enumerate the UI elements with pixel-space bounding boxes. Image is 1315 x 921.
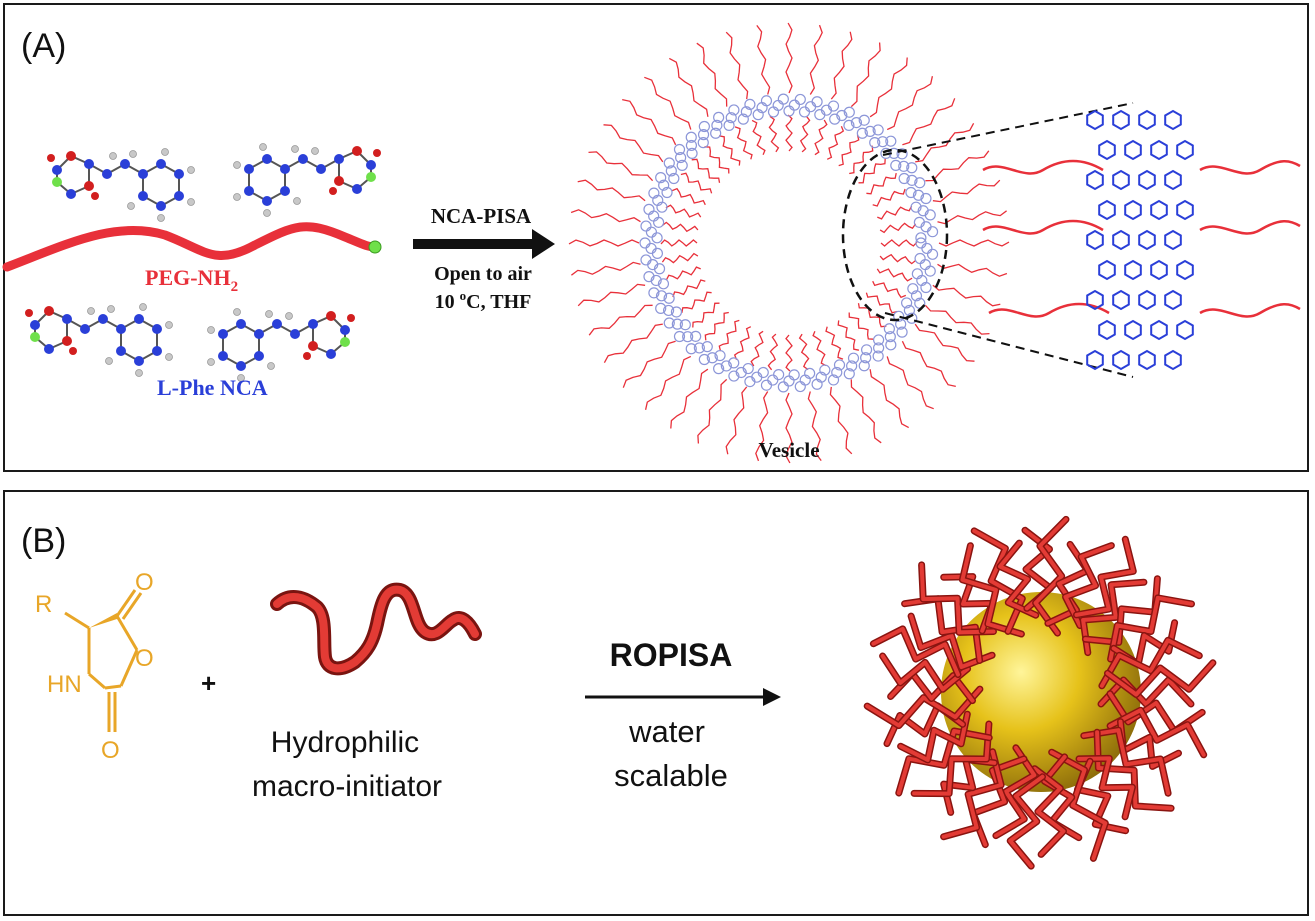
peg-label: PEG-NH2 (145, 265, 238, 295)
arrow-b-top-label: ROPISA (610, 637, 733, 673)
peg-amine-end (368, 240, 382, 254)
micelle-corona (863, 515, 1217, 870)
phe-nca-molecule (233, 143, 381, 217)
arrow-b-condition-2: scalable (614, 758, 728, 793)
reaction-arrow-a (413, 229, 555, 259)
nh-label: HN (47, 671, 82, 698)
panel-b: (B) R HN O O O + Hydrophilic macro-initi… (3, 490, 1309, 916)
peg-chain (2, 222, 380, 272)
panel-a-diagram: PEG-NH2 L-Phe NCA NCA-PISA Open to air 1… (2, 22, 1301, 464)
o-carbonyl-bottom: O (101, 737, 120, 764)
o-ring: O (135, 645, 154, 672)
macro-initiator-highlight (273, 585, 479, 673)
arrow-b-condition-1: water (628, 714, 705, 749)
panel-a: (A) PEG-NH2 L-Phe NCA NCA-PISA Open to a… (2, 3, 1309, 472)
panel-b-diagram: R HN O O O + Hydrophilic macro-initiator… (35, 515, 1217, 870)
arrow-a-condition-1: Open to air (434, 263, 532, 285)
zoom-circle (841, 148, 949, 322)
arrow-a-top-label: NCA-PISA (431, 204, 532, 228)
panel-a-label: (A) (21, 27, 67, 65)
zoomed-bilayer (982, 109, 1301, 371)
arrow-a-condition-2: 10 oC, THF (435, 288, 532, 313)
initiator-label-1: Hydrophilic (271, 726, 419, 759)
nca-structure (64, 589, 143, 732)
reaction-arrow-b-head (763, 688, 781, 706)
phe-nca-molecule (207, 308, 355, 382)
monomer-label: L-Phe NCA (157, 375, 268, 400)
initiator-label-2: macro-initiator (252, 770, 442, 803)
phe-nca-molecule (47, 148, 195, 222)
o-carbonyl-top: O (135, 569, 154, 596)
vesicle-label: Vesicle (758, 438, 819, 462)
panel-b-label: (B) (21, 522, 67, 560)
phe-nca-molecules (25, 143, 381, 382)
zoom-line-top (882, 102, 1134, 156)
r-group: R (35, 591, 52, 618)
phe-nca-molecule (25, 303, 173, 377)
plus-sign: + (201, 668, 216, 698)
vesicle (568, 22, 1010, 464)
